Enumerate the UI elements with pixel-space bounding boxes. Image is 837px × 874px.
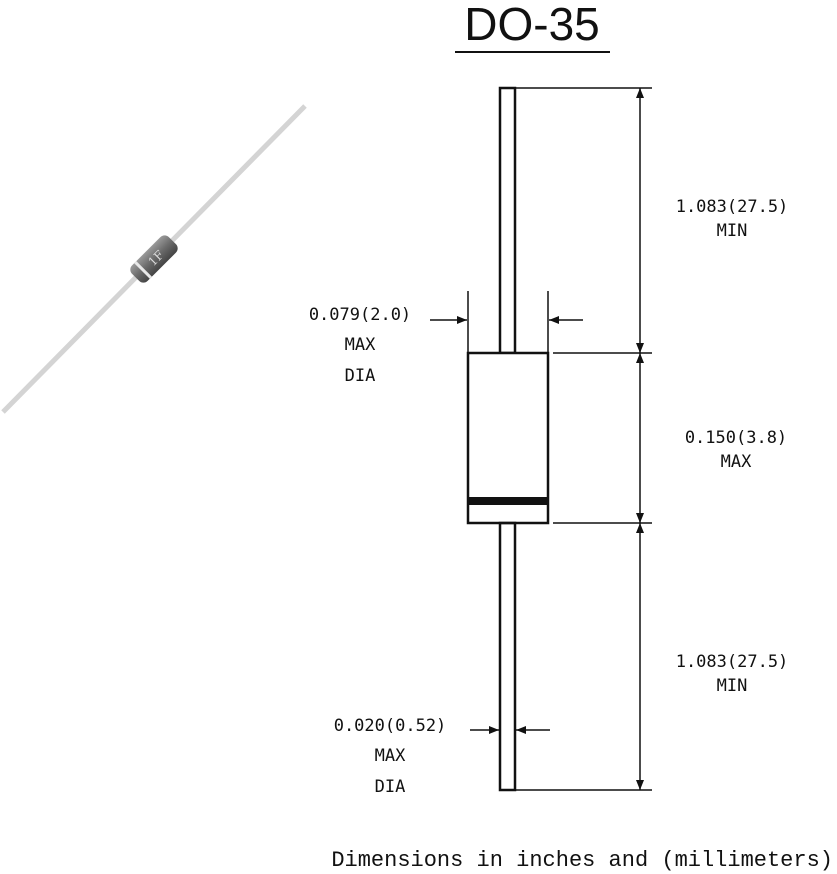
lead-diameter-note-max: MAX [375, 746, 406, 766]
package-title: DO-35 [464, 0, 599, 50]
cathode-band [468, 497, 548, 505]
bottom-lead-length-note: MIN [717, 676, 748, 696]
body-length-note: MAX [721, 452, 752, 472]
body-diameter-note-dia: DIA [345, 366, 376, 386]
body-length-label: 0.150(3.8) [685, 428, 787, 448]
lead-diameter-label: 0.020(0.52) [334, 716, 447, 736]
units-caption: Dimensions in inches and (millimeters) [331, 848, 833, 873]
top-lead-length-note: MIN [717, 221, 748, 241]
top-lead-length-label: 1.083(27.5) [676, 197, 789, 217]
body-diameter-note-max: MAX [345, 335, 376, 355]
bottom-lead-length-label: 1.083(27.5) [676, 652, 789, 672]
package-outline [466, 86, 550, 792]
body-diameter-label: 0.079(2.0) [309, 305, 411, 325]
diode-photo: 1F [1, 104, 307, 414]
dimension-lines [430, 87, 652, 791]
lead-diameter-note-dia: DIA [375, 777, 406, 797]
